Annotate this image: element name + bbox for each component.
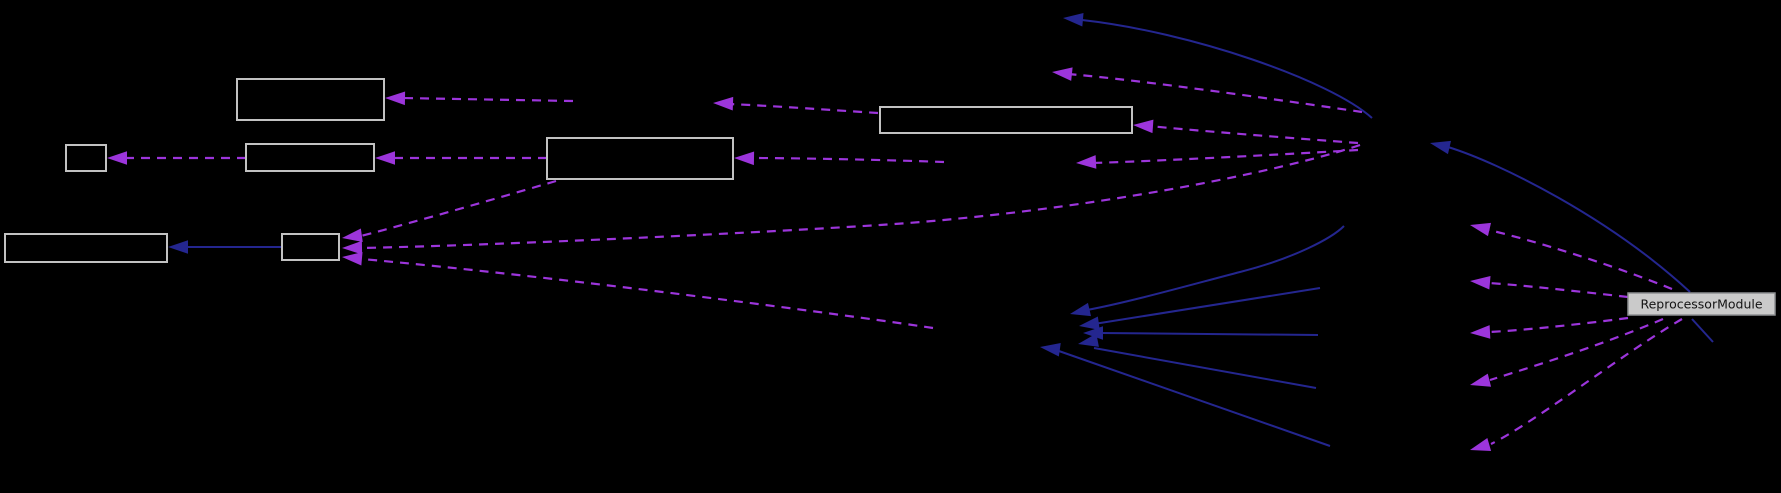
- usage-edge-5: [1148, 124, 1359, 145]
- inheritance-edge-17: [1081, 19, 1373, 119]
- inheritance-edge-25: [1691, 318, 1714, 343]
- usage-arrowhead-icon: [107, 151, 127, 165]
- usage-arrowhead-icon: [1470, 325, 1491, 339]
- usage-edge-16: [1490, 318, 1683, 445]
- inheritance-edge-23: [1093, 347, 1317, 389]
- class-node-5[interactable]: [879, 106, 1133, 134]
- usage-edge-12: [1488, 228, 1673, 291]
- usage-edge-9: [361, 257, 934, 330]
- usage-edge-8: [359, 143, 1361, 250]
- inheritance-arrowhead-icon: [1078, 333, 1099, 347]
- inheritance-edge-20: [1086, 225, 1345, 311]
- inheritance-arrowhead-icon: [1079, 316, 1100, 330]
- usage-edge-13: [1488, 281, 1629, 299]
- usage-arrowhead-icon: [1470, 222, 1492, 237]
- usage-arrowhead-icon: [342, 251, 363, 266]
- usage-arrowhead-icon: [342, 228, 363, 242]
- usage-edge-10: [360, 179, 557, 238]
- inheritance-arrowhead-icon: [168, 240, 188, 254]
- inheritance-arrowhead-icon: [1070, 302, 1092, 317]
- class-node-1[interactable]: [236, 78, 385, 121]
- inheritance-arrowhead-icon: [1063, 12, 1084, 27]
- usage-arrowhead-icon: [342, 240, 363, 255]
- inheritance-arrowhead-icon: [1040, 343, 1061, 357]
- usage-arrowhead-icon: [1133, 119, 1154, 134]
- usage-arrowhead-icon: [375, 151, 395, 165]
- reprocessor-module-label: ReprocessorModule: [1640, 297, 1762, 312]
- usage-edge-11: [748, 156, 945, 164]
- usage-arrowhead-icon: [713, 96, 734, 111]
- usage-arrowhead-icon: [1470, 373, 1492, 387]
- usage-arrowhead-icon: [1052, 67, 1073, 81]
- usage-edge-3: [400, 96, 574, 103]
- class-node-6[interactable]: [4, 233, 168, 263]
- usage-edge-15: [1489, 317, 1664, 382]
- usage-arrowhead-icon: [1470, 275, 1491, 290]
- usage-arrowhead-icon: [1470, 437, 1492, 452]
- inheritance-arrowhead-icon: [1430, 140, 1452, 155]
- usage-edge-4: [728, 102, 879, 115]
- usage-arrowhead-icon: [1076, 155, 1097, 169]
- inheritance-edge-18: [1447, 146, 1691, 293]
- inheritance-edge-22: [1098, 332, 1319, 336]
- usage-arrowhead-icon: [385, 91, 406, 106]
- usage-edge-6: [1067, 72, 1363, 114]
- inheritance-edge-24: [1055, 349, 1331, 447]
- usage-edge-7: [1091, 148, 1359, 165]
- usage-edge-14: [1487, 316, 1629, 334]
- class-node-2[interactable]: [65, 144, 107, 172]
- class-node-7[interactable]: [281, 233, 340, 261]
- inheritance-edge-21: [1093, 287, 1321, 325]
- reprocessor-module-node[interactable]: [1627, 292, 1776, 316]
- class-node-3[interactable]: [245, 143, 375, 172]
- inheritance-arrowhead-icon: [1083, 326, 1103, 340]
- class-node-4[interactable]: [546, 137, 734, 180]
- usage-arrowhead-icon: [734, 151, 755, 166]
